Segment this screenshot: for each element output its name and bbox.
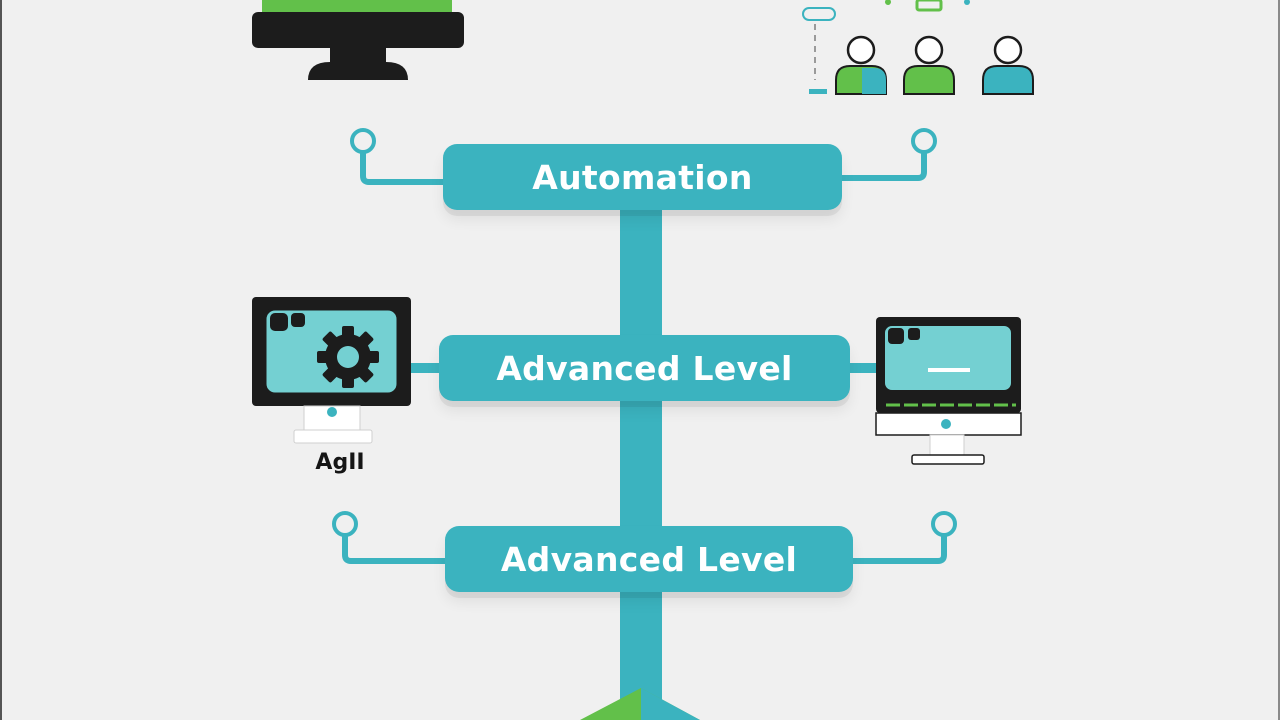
bottom-arrow-icon — [580, 688, 700, 720]
node-circle-left-automation — [350, 128, 376, 154]
user-avatar-icon — [903, 35, 955, 95]
node-circle-left-advanced-2 — [332, 511, 358, 537]
connector-right-advanced-1 — [848, 363, 876, 373]
connector-right-automation — [837, 151, 927, 181]
connector-left-advanced-1 — [410, 363, 442, 373]
node-circle-right-automation — [911, 128, 937, 154]
desktop-monitor-icon — [875, 317, 1022, 465]
level-pill-advanced-2: Advanced Level — [445, 526, 853, 592]
level-label: Automation — [532, 157, 753, 197]
node-circle-right-advanced-2 — [931, 511, 957, 537]
connector-right-advanced-2 — [848, 534, 947, 564]
monitor-caption: AgII — [315, 450, 365, 475]
network-users-icon — [802, 0, 970, 94]
level-label: Advanced Level — [496, 348, 793, 388]
level-pill-advanced-1: Advanced Level — [439, 335, 850, 401]
connector-left-advanced-2 — [342, 534, 450, 564]
connector-left-automation — [360, 151, 448, 185]
level-label: Advanced Level — [500, 539, 798, 579]
level-pill-automation: Automation — [443, 144, 842, 210]
gear-icon — [317, 326, 379, 388]
user-avatar-icon — [982, 35, 1034, 95]
user-avatar-icon — [835, 35, 887, 95]
central-trunk — [620, 205, 662, 720]
desktop-monitor-icon — [252, 0, 464, 80]
